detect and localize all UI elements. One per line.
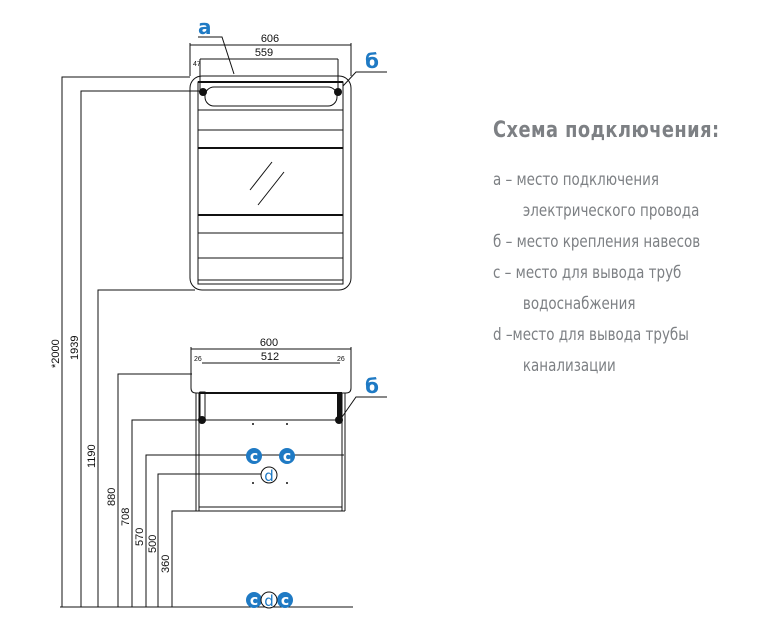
height-880: 880 (106, 488, 118, 506)
water-pipe-marker-icon (246, 448, 262, 464)
vanity-cabinet (190, 352, 352, 512)
height-dimensions: *2000 1939 1190 880 708 570 500 360 (50, 76, 353, 608)
mirror-glare-icon (249, 161, 273, 191)
legend-title: Схема подключения: (493, 118, 720, 143)
legend: Схема подключения: a – место подключения… (493, 118, 745, 382)
legend-item-a-cont: электрического провода (522, 201, 700, 221)
height-360: 360 (160, 555, 172, 573)
label-b-top: б (365, 49, 379, 73)
dim-26-left: 26 (194, 356, 202, 363)
height-708: 708 (120, 508, 132, 526)
svg-text:c: c (250, 449, 258, 465)
dim-47: 47 (193, 61, 201, 68)
legend-item-a: a – место подключения (493, 170, 659, 190)
water-pipe-marker-icon (277, 592, 293, 608)
mirror-cabinet (189, 75, 352, 291)
mount-point-icon (199, 88, 207, 96)
legend-item-d: d –место для вывода трубы (493, 325, 689, 345)
mount-point-icon (334, 88, 342, 96)
legend-item-d-cont: канализации (522, 356, 616, 376)
legend-item-c: c – место для вывода труб (493, 263, 682, 283)
dim-26-right: 26 (337, 356, 345, 363)
svg-text:c: c (281, 593, 289, 609)
svg-text:d: d (264, 467, 274, 485)
label-a: a (198, 15, 212, 39)
height-500: 500 (147, 535, 159, 553)
pipe-markers: c c d c c d (246, 448, 295, 610)
height-2000: *2000 (50, 339, 62, 368)
svg-text:d: d (264, 592, 274, 610)
dim-512: 512 (261, 351, 279, 363)
height-1939: 1939 (69, 336, 81, 360)
legend-item-b: б – место крепления навесов (493, 232, 701, 252)
drain-pipe-marker-icon (260, 591, 278, 609)
water-pipe-marker-icon (279, 448, 295, 464)
svg-text:c: c (283, 449, 291, 465)
svg-text:c: c (250, 593, 258, 609)
legend-item-c-cont: водоснабжения (522, 294, 636, 314)
dim-606: 606 (261, 33, 279, 45)
dim-559: 559 (255, 47, 273, 59)
water-pipe-marker-icon (246, 592, 262, 608)
drain-pipe-marker-icon (260, 466, 278, 484)
vanity-dimensions: 600 512 26 26 б (190, 337, 387, 418)
height-1190: 1190 (86, 444, 98, 468)
label-b-bottom: б (365, 374, 379, 398)
mirror-dimensions: 606 559 47 a б (189, 15, 387, 90)
height-570: 570 (134, 528, 146, 546)
dim-600: 600 (260, 337, 278, 349)
